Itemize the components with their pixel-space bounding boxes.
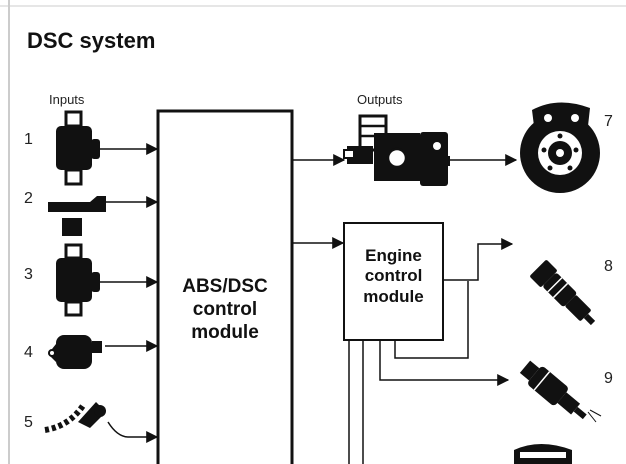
- abs-dsc-module-label-line3: module: [191, 321, 259, 343]
- spray-line-1: [587, 411, 597, 423]
- engine-module-box: [343, 222, 444, 341]
- abs-dsc-module-label: ABS/DSC control module: [160, 276, 290, 344]
- engine-module-label-line1: Engine: [365, 246, 422, 265]
- output-number-7: 7: [604, 113, 613, 130]
- engine-module-label-line3: module: [363, 286, 424, 306]
- spark-plug-icon: [530, 260, 596, 326]
- input-number-4: 4: [24, 344, 33, 361]
- brake-switch-icon: [48, 335, 102, 369]
- spark-plug-feed-line: [394, 281, 469, 359]
- yaw-rate-sensor-icon: [56, 243, 100, 317]
- outputs-label: Outputs: [357, 92, 403, 107]
- engine-module-label-line2: control: [364, 266, 423, 286]
- diagram-title: DSC system: [27, 28, 156, 53]
- output-number-8: 8: [604, 258, 613, 275]
- pressure-sensor-icon: [56, 110, 100, 186]
- steering-angle-sensor-icon: [48, 196, 106, 236]
- input-number-3: 3: [24, 266, 33, 283]
- injector-arrow: [379, 340, 510, 386]
- abs-dsc-module-box: [156, 109, 294, 464]
- inputs-label: Inputs: [49, 92, 85, 107]
- input-number-2: 2: [24, 190, 33, 207]
- input-number-1: 1: [24, 131, 33, 148]
- wheel-speed-sensor-icon: [44, 402, 106, 433]
- fuel-injector-icon: [519, 360, 587, 420]
- spray-line-2: [589, 409, 602, 417]
- hydraulic-unit-icon: [343, 114, 450, 186]
- input-5-arrow: [107, 421, 159, 443]
- input-number-5: 5: [24, 414, 33, 431]
- output-number-9: 9: [604, 370, 613, 387]
- spark-plug-arrow: [443, 238, 514, 281]
- brake-disc-icon: [520, 102, 600, 193]
- abs-dsc-module-label-line1: ABS/DSC: [182, 276, 268, 297]
- engine-module-label: Engine control module: [345, 246, 442, 307]
- throttle-body-icon: [514, 444, 572, 464]
- abs-dsc-module-label-line2: control: [192, 298, 258, 320]
